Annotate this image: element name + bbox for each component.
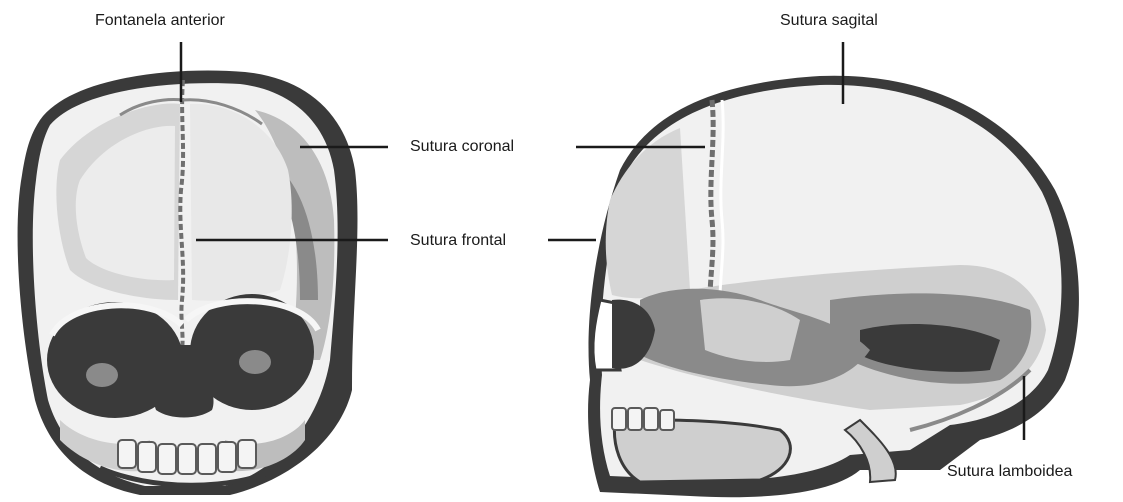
label-sutura-frontal: Sutura frontal <box>410 232 506 250</box>
label-sutura-lamboidea: Sutura lamboidea <box>947 463 1072 481</box>
label-fontanela-anterior: Fontanela anterior <box>95 12 225 30</box>
front-skull <box>18 71 358 495</box>
label-sutura-sagital: Sutura sagital <box>780 12 878 30</box>
front-teeth <box>118 440 256 474</box>
side-teeth <box>612 408 674 430</box>
side-skull <box>588 76 1079 498</box>
label-sutura-coronal: Sutura coronal <box>410 138 514 156</box>
